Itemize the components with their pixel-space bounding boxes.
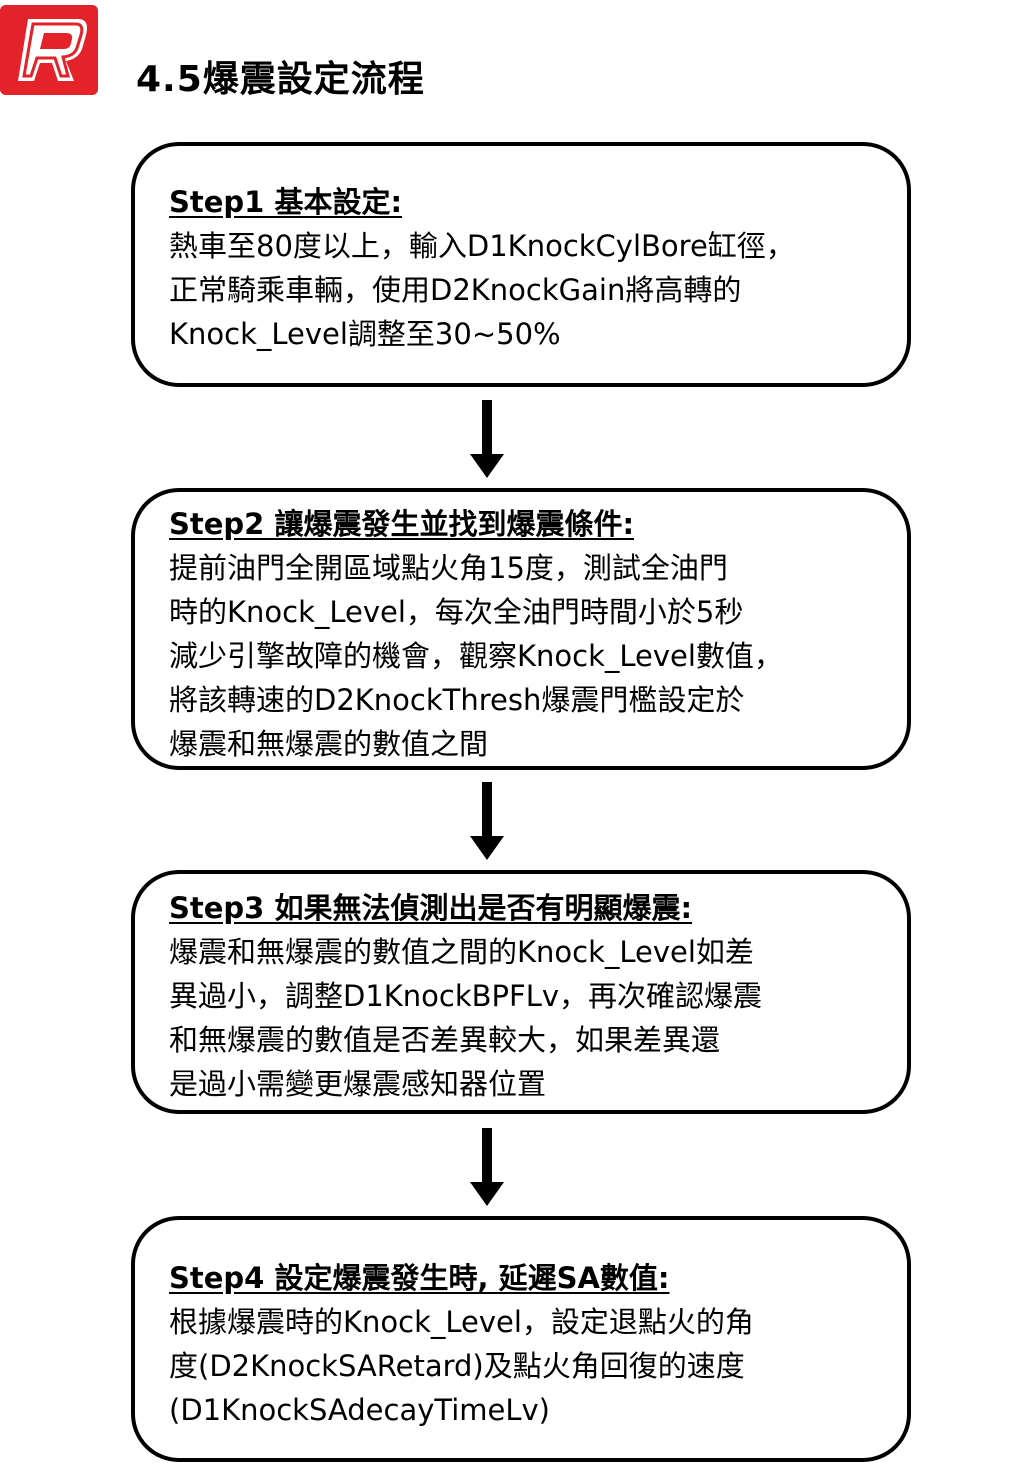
arrow-down-icon xyxy=(470,782,504,860)
step4-line-1: 根據爆震時的Knock_Level，設定退點火的角 xyxy=(169,1305,754,1339)
step2-heading: Step2 讓爆震發生並找到爆震條件: xyxy=(169,507,635,541)
arrow-down-icon xyxy=(470,1128,504,1206)
step4-box: Step4 設定爆震發生時, 延遲SA數值: 根據爆震時的Knock_Level… xyxy=(131,1216,911,1462)
step4-line-3: (D1KnockSAdecayTimeLv) xyxy=(169,1393,550,1427)
red-r-logo-icon xyxy=(0,5,98,95)
step2-box: Step2 讓爆震發生並找到爆震條件: 提前油門全開區域點火角15度，測試全油門… xyxy=(131,488,911,770)
step1-heading: Step1 基本設定: xyxy=(169,185,403,219)
step2-line-4: 將該轉速的D2KnockThresh爆震門檻設定於 xyxy=(169,683,745,717)
step3-line-3: 和無爆震的數值是否差異較大，如果差異還 xyxy=(169,1023,721,1057)
step4-heading: Step4 設定爆震發生時, 延遲SA數值: xyxy=(169,1261,670,1295)
step3-line-1: 爆震和無爆震的數值之間的Knock_Level如差 xyxy=(169,935,754,969)
arrow-down-icon xyxy=(470,400,504,478)
step3-line-4: 是過小需變更爆震感知器位置 xyxy=(169,1067,547,1101)
step3-box: Step3 如果無法偵測出是否有明顯爆震: 爆震和無爆震的數值之間的Knock_… xyxy=(131,870,911,1114)
step1-line-1: 熱車至80度以上，輸入D1KnockCylBore缸徑， xyxy=(169,229,795,263)
step3-heading: Step3 如果無法偵測出是否有明顯爆震: xyxy=(169,891,693,925)
step3-line-2: 異過小，調整D1KnockBPFLv，再次確認爆震 xyxy=(169,979,763,1013)
step2-line-1: 提前油門全開區域點火角15度，測試全油門 xyxy=(169,551,728,585)
step2-line-2: 時的Knock_Level，每次全油門時間小於5秒 xyxy=(169,595,744,629)
step1-line-2: 正常騎乘車輛，使用D2KnockGain將高轉的 xyxy=(169,273,742,307)
step4-line-2: 度(D2KnockSARetard)及點火角回復的速度 xyxy=(169,1349,745,1383)
step2-line-5: 爆震和無爆震的數值之間 xyxy=(169,727,489,761)
step1-line-3: Knock_Level調整至30~50% xyxy=(169,317,561,351)
step1-box: Step1 基本設定: 熱車至80度以上，輸入D1KnockCylBore缸徑，… xyxy=(131,142,911,387)
page-title: 4.5爆震設定流程 xyxy=(136,59,425,100)
step2-line-3: 減少引擎故障的機會，觀察Knock_Level數值， xyxy=(169,639,783,673)
